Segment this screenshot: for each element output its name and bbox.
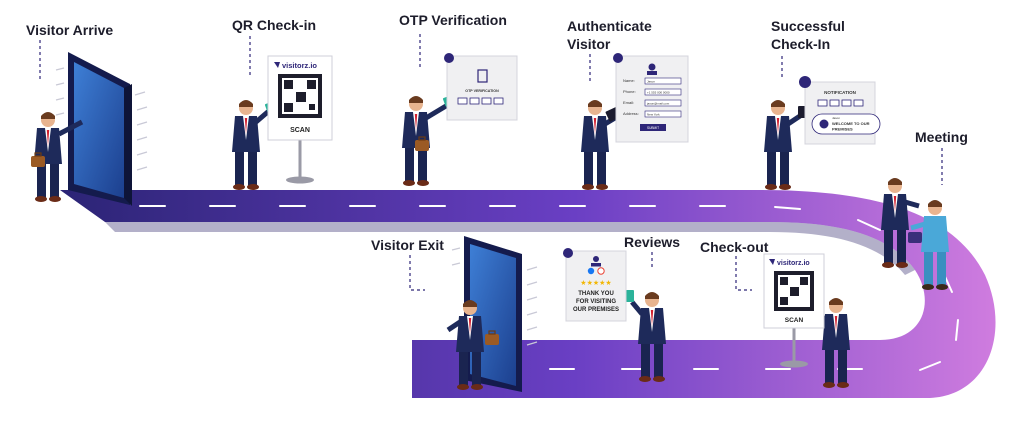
auth-value-address: New York [647,113,660,117]
person-successful [764,100,806,190]
notification-card: NOTIFICATION Jason WELCOME TO OUR PREMIS… [799,76,881,145]
entrance-door [55,52,148,206]
qr-scan-text-checkout: SCAN [785,317,804,324]
auth-form-card: Name: Phone: Email: Address: Jason +1 55… [613,53,689,143]
auth-value-phone: +1 555 000 0000 [647,91,670,95]
person-meeting-host [881,178,922,268]
label-authenticate-2: Visitor [567,36,611,52]
step-labels: Visitor Arrive QR Check-in OTP Verificat… [26,12,968,255]
label-meeting: Meeting [915,129,968,145]
toast-line1: WELCOME TO OUR [832,121,870,126]
road-path [60,190,996,398]
google-icon [597,267,605,275]
auth-value-name: Jason [647,80,655,84]
notification-title: NOTIFICATION [824,90,856,95]
label-otp-verification: OTP Verification [399,12,507,28]
review-stars: ★★★★★ [580,279,611,287]
label-successful-2: Check-In [771,36,830,52]
label-checkout: Check-out [700,239,769,255]
label-reviews: Reviews [624,234,680,250]
label-qr-checkin: QR Check-in [232,17,316,33]
auth-label-phone: Phone: [623,89,636,94]
person-visitor-arrive [30,112,84,202]
qr-brand: visitorz.io [282,61,317,70]
person-reviews [626,290,666,382]
review-line2: FOR VISITING [576,299,616,305]
auth-value-email: jason@mail.com [646,102,670,106]
label-successful-1: Successful [771,18,845,34]
leader-lines [39,34,943,291]
person-meeting-guest [910,200,949,290]
label-visitor-exit: Visitor Exit [371,237,444,253]
auth-label-name: Name: [623,78,635,83]
toast-line2: PREMISES [832,127,853,132]
label-visitor-arrive: Visitor Arrive [26,22,113,38]
review-line3: OUR PREMISES [573,307,619,313]
auth-label-address: Address: [623,111,639,116]
facebook-icon [587,267,595,275]
label-authenticate-1: Authenticate [567,18,652,34]
review-line1: THANK YOU [578,291,614,297]
qr-brand-checkout: visitorz.io [777,260,810,267]
otp-card: OTP VERIFICATION [444,53,518,121]
auth-submit: SUBMIT [647,126,659,130]
toast-user: Jason [832,116,840,120]
qr-sign-checkin: visitorz.io SCAN [267,55,333,184]
person-exit [446,300,500,390]
review-card: ★★★★★ THANK YOU FOR VISITING OUR PREMISE… [563,248,627,322]
auth-label-email: Email: [623,100,634,105]
qr-scan-text: SCAN [290,127,310,134]
otp-title: OTP VERIFICATION [465,89,499,93]
qr-sign-checkout: visitorz.io SCAN [763,253,825,368]
